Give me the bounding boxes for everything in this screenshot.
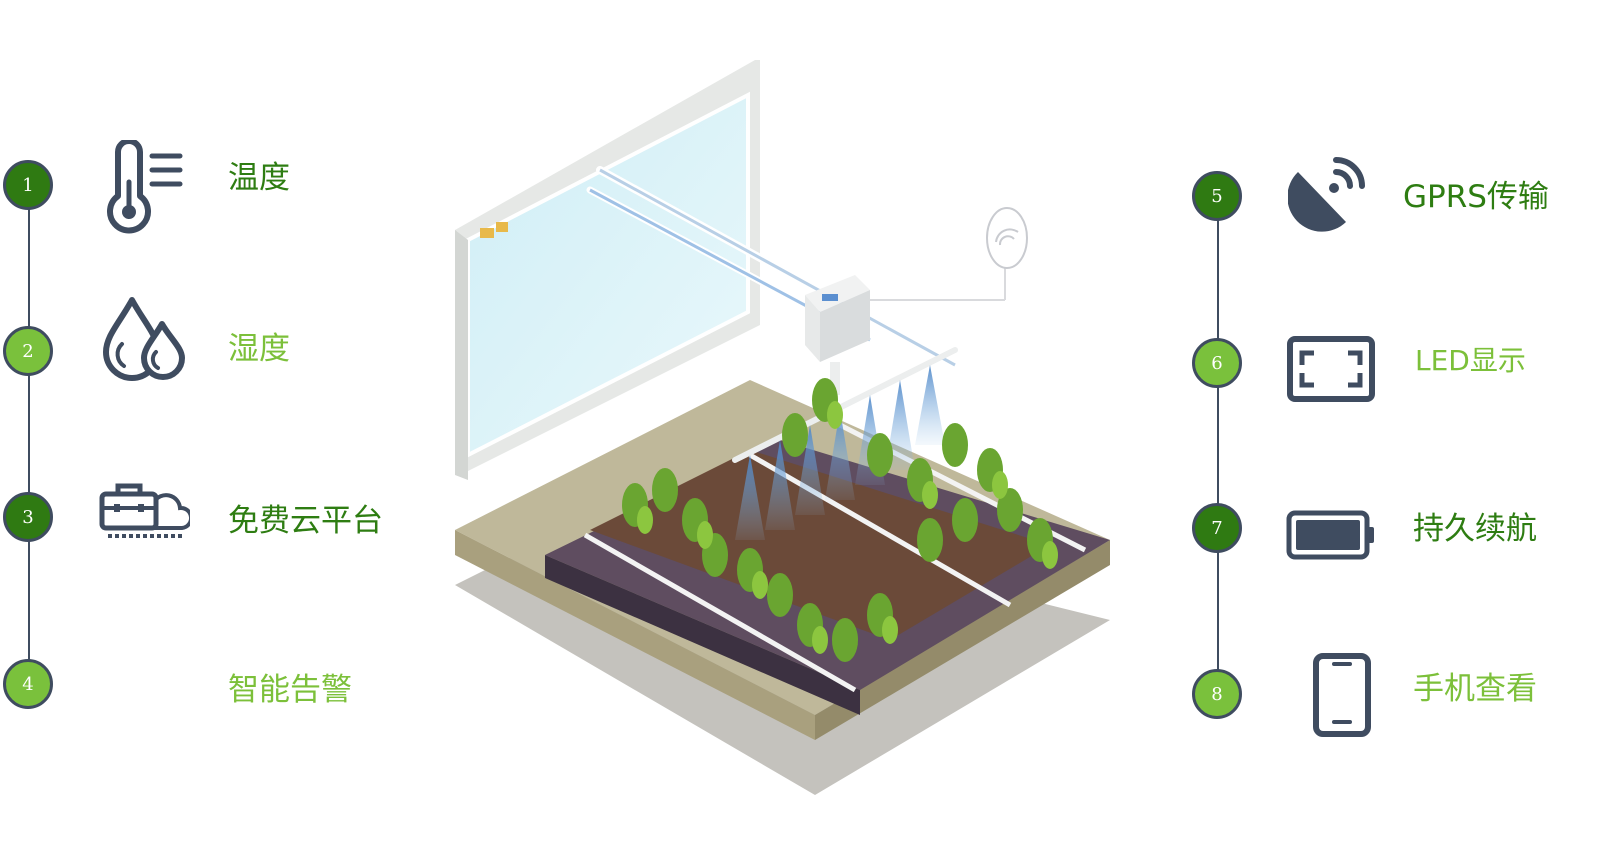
- led-screen-icon: [1287, 336, 1375, 402]
- right-timeline-line: [1217, 196, 1219, 694]
- step-node-6: 6: [1192, 338, 1242, 388]
- cloud-toolbox-icon: [99, 483, 190, 538]
- greenhouse-irrigation-illustration: [455, 60, 1110, 795]
- step-number: 5: [1211, 185, 1223, 207]
- step-node-8: 8: [1192, 669, 1242, 719]
- feature-label-temperature: 温度: [228, 160, 290, 196]
- step-number: 2: [22, 340, 34, 362]
- step-node-3: 3: [3, 492, 53, 542]
- feature-label-mobile-view: 手机查看: [1413, 671, 1537, 707]
- step-node-1: 1: [3, 160, 53, 210]
- feature-label-led: LED显示: [1415, 344, 1526, 377]
- thermometer-icon: [107, 140, 183, 234]
- battery-icon: [1286, 510, 1374, 560]
- smartphone-icon: [1313, 653, 1371, 737]
- feature-label-cloud-platform: 免费云平台: [228, 503, 383, 539]
- step-node-5: 5: [1192, 171, 1242, 221]
- step-node-7: 7: [1192, 503, 1242, 553]
- feature-label-humidity: 湿度: [228, 331, 290, 367]
- step-number: 7: [1211, 517, 1223, 539]
- step-number: 4: [22, 673, 34, 695]
- left-timeline-line: [28, 185, 30, 685]
- step-number: 3: [22, 506, 34, 528]
- step-number: 6: [1211, 352, 1223, 374]
- water-drops-icon: [103, 297, 185, 381]
- step-number: 1: [22, 174, 34, 196]
- feature-label-battery-life: 持久续航: [1413, 511, 1537, 547]
- step-number: 8: [1211, 683, 1223, 705]
- feature-label-gprs: GPRS传输: [1403, 179, 1549, 215]
- feature-label-smart-alarm: 智能告警: [228, 672, 352, 708]
- step-node-2: 2: [3, 326, 53, 376]
- step-node-4: 4: [3, 659, 53, 709]
- satellite-dish-icon: [1288, 157, 1365, 232]
